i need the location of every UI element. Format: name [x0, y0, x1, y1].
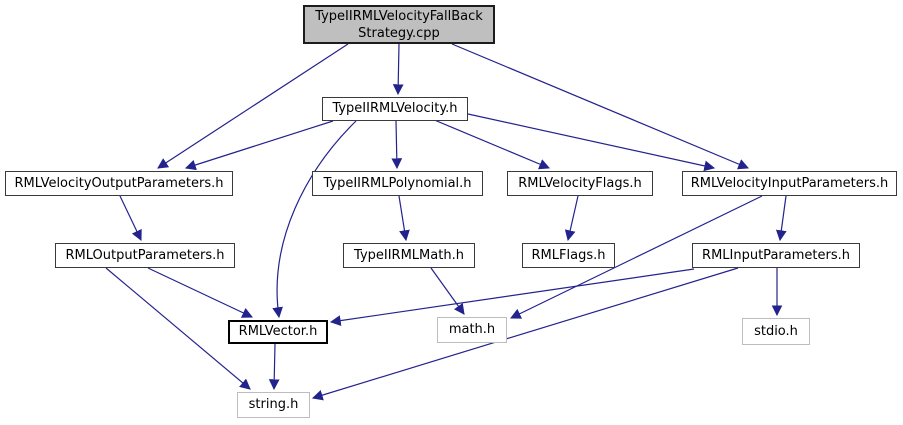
node-label: RMLVelocityFlags.h [518, 175, 642, 191]
edge-cpp-to-vop [157, 43, 349, 169]
edge-vip-to-ip [775, 195, 787, 242]
edge-velocity-to-poly [391, 120, 403, 170]
edge-op-to-vector [147, 267, 253, 318]
node-label: RMLOutputParameters.h [65, 247, 225, 263]
node-label: string.h [248, 397, 299, 412]
edge-ip-to-vector [329, 268, 695, 326]
edge-poly-to-tmath [398, 195, 410, 242]
node-typeiirmlvelocity-h[interactable]: TypeIIRMLVelocity.h [322, 97, 468, 121]
node-rmlvelocityinputparameters-h[interactable]: RMLVelocityInputParameters.h [682, 171, 897, 196]
edge-vflags-to-flags [564, 195, 579, 242]
node-label: RMLInputParameters.h [702, 247, 850, 263]
node-label: TypeIIRMLPolynomial.h [323, 175, 472, 191]
node-label: RMLVector.h [238, 324, 318, 339]
node-label: RMLVelocityInputParameters.h [690, 175, 889, 191]
node-string-h: string.h [237, 392, 310, 418]
node-label: TypeIIRMLMath.h [354, 247, 464, 263]
node-rmlflags-h[interactable]: RMLFlags.h [522, 243, 615, 268]
node-math-h: math.h [437, 317, 507, 343]
node-label: TypeIIRMLVelocity.h [332, 101, 458, 116]
edge-ip-to-string [311, 267, 739, 401]
edge-velocity-to-vflags [431, 118, 550, 170]
node-label-line: TypeIIRMLVelocityFallBack [315, 8, 483, 24]
edge-tmath-to-math [430, 267, 465, 315]
node-rmlvelocityflags-h[interactable]: RMLVelocityFlags.h [507, 171, 653, 196]
node-rmlvelocityoutputparameters-h[interactable]: RMLVelocityOutputParameters.h [5, 171, 233, 196]
edge-vector-to-string [268, 343, 280, 391]
node-typeiirmlmath-h[interactable]: TypeIIRMLMath.h [343, 243, 475, 268]
node-label: RMLVelocityOutputParameters.h [14, 175, 224, 191]
node-rmlvector-h[interactable]: RMLVector.h [228, 320, 328, 344]
edge-velocity-to-vector [272, 120, 357, 319]
node-label: math.h [448, 322, 496, 337]
node-rmlinputparameters-h[interactable]: RMLInputParameters.h [692, 243, 860, 268]
edge-cpp-to-velocity [392, 43, 404, 96]
node-label: stdio.h [754, 323, 798, 339]
edge-vop-to-op [119, 195, 142, 241]
node-rmloutputparameters-h[interactable]: RMLOutputParameters.h [55, 243, 235, 268]
edge-velocity-to-vip [467, 113, 716, 172]
node-stdio-h: stdio.h [742, 318, 810, 345]
node-typeiirmlpolynomial-h[interactable]: TypeIIRMLPolynomial.h [312, 171, 483, 196]
edge-cpp-to-vip [451, 43, 749, 170]
node-label: RMLFlags.h [531, 247, 606, 263]
edge-velocity-to-vop [184, 120, 334, 171]
node-label-line: Strategy.cpp [358, 25, 440, 41]
